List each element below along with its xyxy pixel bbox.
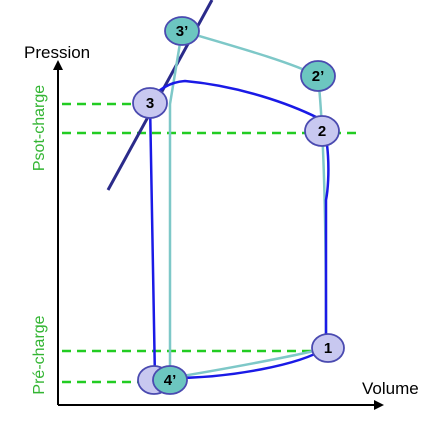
svg-text:2: 2 bbox=[318, 123, 326, 140]
svg-text:4’: 4’ bbox=[164, 372, 177, 389]
x-axis-label: Volume bbox=[362, 379, 419, 398]
point-3-prime: 3’ bbox=[164, 16, 200, 46]
pre-charge-label: Pré-charge bbox=[31, 315, 48, 394]
svg-text:1: 1 bbox=[324, 340, 332, 357]
svg-text:3’: 3’ bbox=[176, 23, 189, 40]
point-3: 3 bbox=[132, 87, 168, 119]
point-4-prime: 4’ bbox=[152, 365, 188, 395]
cycle-dark bbox=[148, 79, 330, 381]
y-axis-label: Pression bbox=[24, 43, 90, 62]
svg-text:3: 3 bbox=[146, 95, 154, 112]
post-charge-label: Psot-charge bbox=[31, 85, 48, 171]
svg-text:2’: 2’ bbox=[312, 68, 325, 85]
point-2-prime: 2’ bbox=[300, 60, 336, 92]
point-1: 1 bbox=[311, 333, 345, 363]
point-2: 2 bbox=[304, 115, 340, 147]
